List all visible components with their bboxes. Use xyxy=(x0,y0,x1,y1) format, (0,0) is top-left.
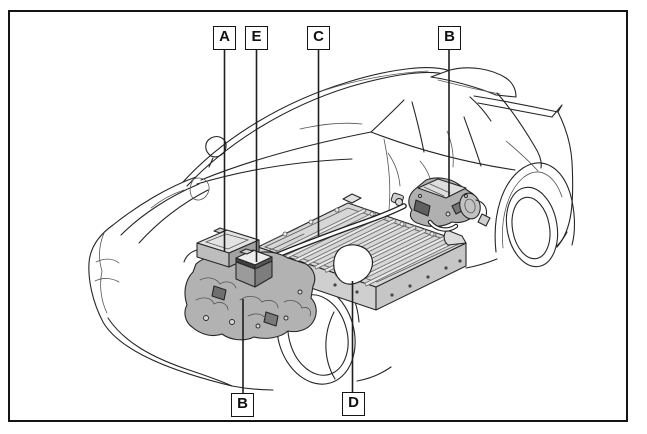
rear-tire xyxy=(505,186,559,268)
service-component xyxy=(333,244,374,285)
callout-c: C xyxy=(307,26,330,50)
callout-e: E xyxy=(245,26,268,50)
callout-b-bottom: B xyxy=(231,393,254,417)
rear-wheel xyxy=(494,162,575,268)
battery-lugs xyxy=(282,207,458,244)
rear-motor xyxy=(408,177,491,232)
wheel-liner xyxy=(325,311,336,380)
callout-d: D xyxy=(342,392,365,416)
rear-rim xyxy=(511,196,551,260)
leader-lines xyxy=(223,50,450,393)
callout-a: A xyxy=(213,26,236,50)
charge-port xyxy=(189,177,210,201)
callout-b-top: B xyxy=(438,26,461,50)
side-mirror xyxy=(205,136,227,158)
roof-spoiler xyxy=(430,67,517,98)
junction-box xyxy=(235,248,273,288)
